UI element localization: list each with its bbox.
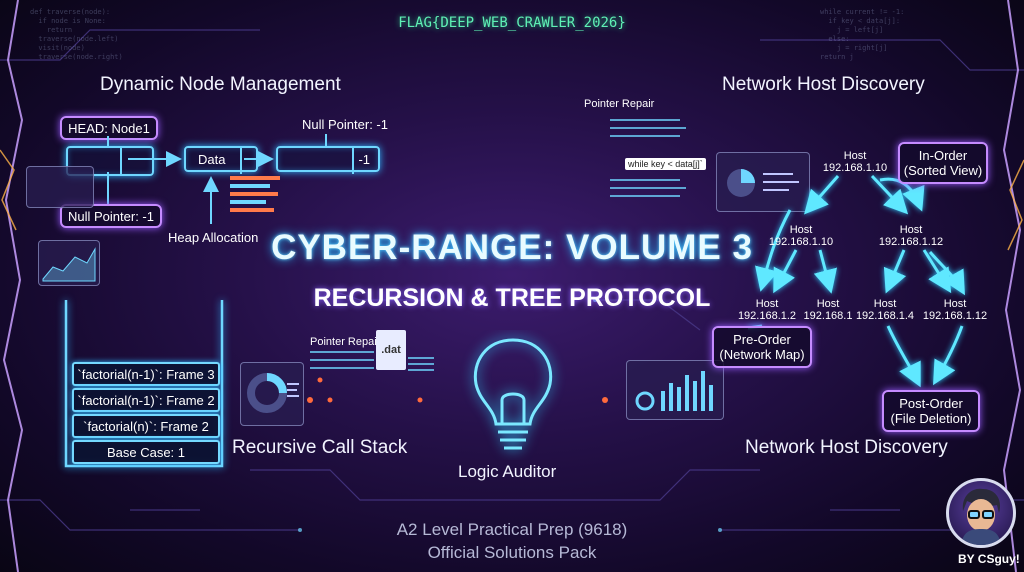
host-word: Host [873,298,897,310]
pie-chart-icon [727,169,799,197]
host-right: Host 192.168.1.12 [866,224,956,248]
node-management-heading: Dynamic Node Management [100,74,341,95]
host-left-right: Host 192.168.1 [783,298,873,322]
pointer-repair-right-label: Pointer Repair [584,98,655,110]
host-word: Host [943,298,967,310]
flag-text: FLAG{DEEP_WEB_CRAWLER_2026} [398,15,626,31]
credit-text: BY CSguy! [958,552,1020,566]
stack-base-case: Base Case: 1 [72,440,220,464]
host-ip: 192.168.1.4 [855,310,915,322]
node-divider [240,148,242,174]
donut-chart-panel [240,362,304,426]
sub-title: RECURSION & TREE PROTOCOL [313,284,711,312]
stack-frame-3: `factorial(n)`: Frame 2 [72,414,220,438]
end-value: -1 [358,151,370,167]
pre-order-title: Pre-Order [733,332,791,347]
list-node-end: -1 [276,146,380,174]
host-ip: 192.168.1.12 [922,310,988,322]
host-word: Host [899,224,923,236]
host-ip: 192.168.1 [803,310,853,322]
code-background-right: while current != -1: if key < data[j]: j… [820,8,905,61]
data-stream-arrows [610,119,686,197]
bar-chart-panel [626,360,724,420]
in-order-box: In-Order (Sorted View) [898,142,988,184]
stack-frame-2: `factorial(n-1)`: Frame 2 [72,388,220,412]
host-right-left: Host 192.168.1.4 [840,298,930,322]
in-order-title: In-Order [918,148,968,163]
code-background-left: def traverse(node): if node is None: ret… [30,8,123,61]
footer-line-1: A2 Level Practical Prep (9618) [396,520,628,539]
bar-chart-icon [635,371,713,411]
stack-frame-1: `factorial(n-1)`: Frame 3 [72,362,220,386]
null-pointer-top-label: Null Pointer: -1 [302,117,388,132]
avatar-face-icon [961,488,1001,545]
pre-order-box: Pre-Order (Network Map) [712,326,812,368]
terminal-panel [26,166,94,208]
post-order-title: Post-Order [899,396,963,411]
host-ip: 192.168.1.10 [822,162,888,174]
host-word: Host [816,298,840,310]
dat-file-icon: .dat [376,330,406,370]
host-word: Host [755,298,779,310]
donut-chart-icon [247,373,299,413]
post-order-subtitle: (File Deletion) [890,411,972,426]
network-heading-bottom: Network Host Discovery [745,437,948,458]
host-word: Host [843,150,867,162]
in-order-subtitle: (Sorted View) [903,163,983,178]
footer-line-2: Official Solutions Pack [427,543,597,562]
avatar [946,478,1016,548]
linked-list-arrows [107,134,327,224]
pointer-repair-center-label: Pointer Repair [310,336,381,348]
logic-auditor-label: Logic Auditor [458,462,557,481]
host-word: Host [789,224,813,236]
heap-allocation-label: Heap Allocation [168,230,259,245]
node-divider [120,148,122,174]
network-heading-top: Network Host Discovery [722,74,925,95]
lightbulb-icon [473,338,553,450]
host-left-left: Host 192.168.1.2 [722,298,812,322]
data-label: Data [198,151,226,167]
graph-panel [38,240,100,286]
while-code-label: while key < data[j]` [625,158,706,170]
pointer-repair-streams [310,351,434,371]
call-stack-frame [64,300,224,468]
host-root: Host 192.168.1.10 [810,150,900,174]
host-left: Host 192.168.1.10 [756,224,846,248]
list-node-1 [66,146,154,176]
host-right-right: Host 192.168.1.12 [910,298,1000,322]
main-title: CYBER-RANGE: VOLUME 3 [271,228,753,267]
null-pointer-bottom-box: Null Pointer: -1 [60,204,162,228]
host-ip: 192.168.1.10 [768,236,834,248]
node-divider [352,148,354,174]
post-order-box: Post-Order (File Deletion) [882,390,980,432]
pre-order-subtitle: (Network Map) [719,347,805,362]
dashboard-panel [716,152,810,212]
file-extension: .dat [381,344,401,356]
host-ip: 192.168.1.12 [878,236,944,248]
area-graph-icon [42,247,96,282]
call-stack-heading: Recursive Call Stack [232,437,408,458]
host-ip: 192.168.1.2 [737,310,797,322]
